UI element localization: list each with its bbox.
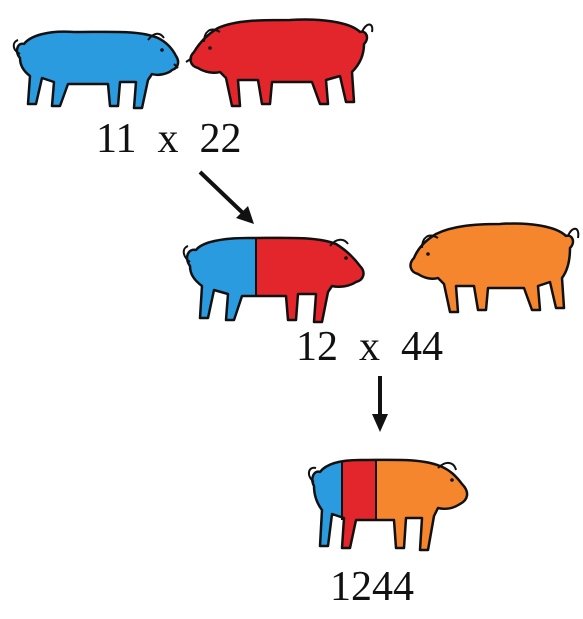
pig-three-way-cross: [308, 458, 469, 552]
pig-red-parent: [185, 18, 374, 108]
label-row3: 1244: [330, 564, 414, 610]
label-row2: 12 x 44: [296, 324, 443, 370]
label-row1: 11 x 22: [96, 116, 242, 162]
pig-blue-red-cross: [182, 236, 365, 324]
arrow-down: [372, 376, 388, 432]
arrow-diagonal: [198, 170, 254, 224]
pig-blue-parent: [12, 30, 180, 110]
pig-orange-parent: [409, 222, 580, 314]
